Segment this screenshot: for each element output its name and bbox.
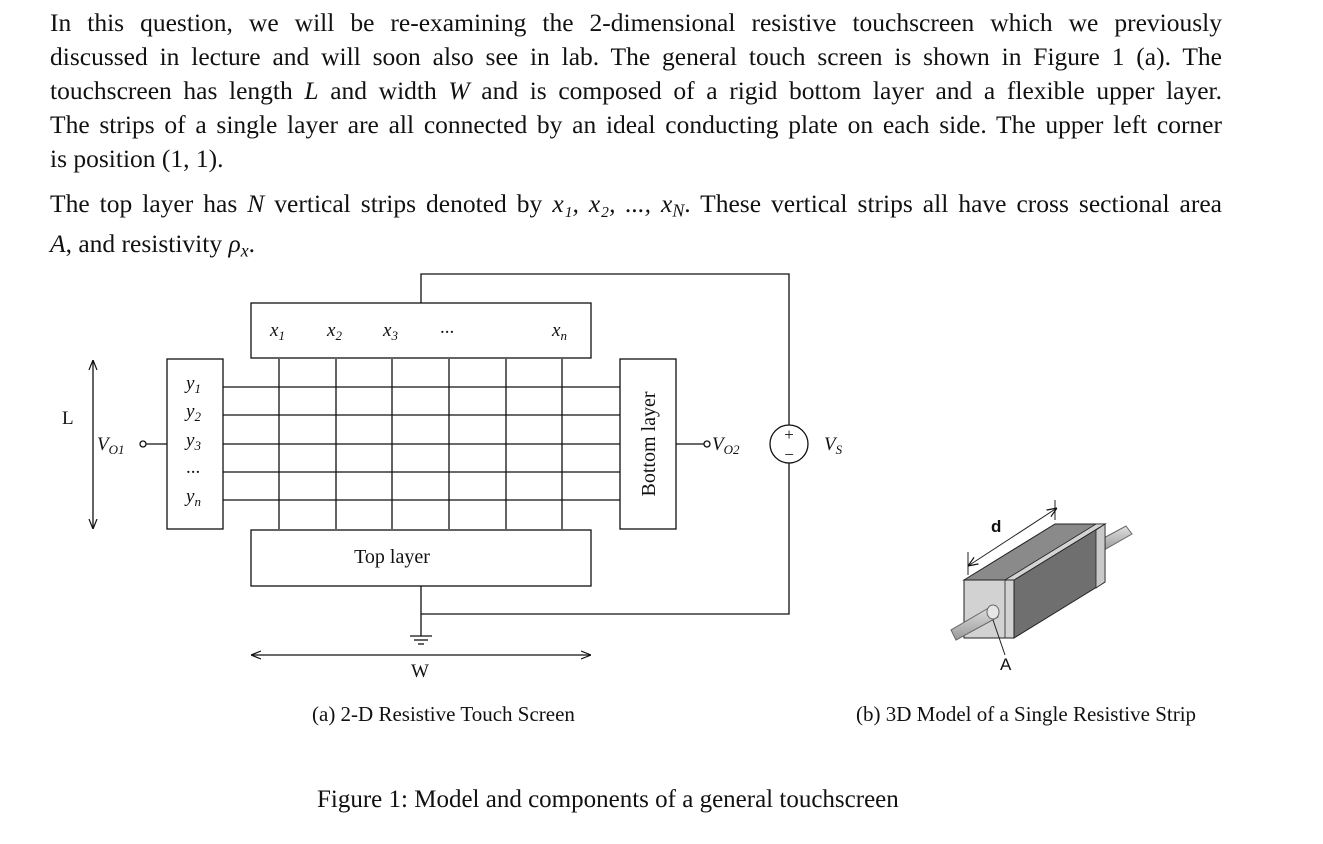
text-span: , and resistivity bbox=[65, 229, 229, 259]
touchscreen-diagram-a bbox=[93, 273, 809, 655]
var-L: L bbox=[304, 76, 319, 105]
var-W: W bbox=[448, 76, 470, 105]
a-leader-line bbox=[992, 619, 1006, 656]
var-strips: x₁, x₂, ..., x bbox=[552, 189, 673, 218]
figure-caption: Figure 1: Model and components of a gene… bbox=[317, 786, 899, 813]
source-minus-label: − bbox=[784, 445, 794, 464]
source-plus-label: + bbox=[784, 425, 794, 444]
x-connector-plate bbox=[250, 302, 592, 359]
text-span: . These vertical strips all have cross s… bbox=[684, 189, 1222, 218]
vo1-label: VO1 bbox=[97, 434, 125, 457]
diagram-a-labels: x1 x2 x3 ... xn y1 y2 y3 ... yn L W VO1 … bbox=[62, 317, 843, 682]
paragraph-strips: The top layer has N vertical strips deno… bbox=[50, 187, 1222, 268]
text-span: discussed in lecture and will soon also … bbox=[50, 42, 1222, 71]
caption-a: (a) 2-D Resistive Touch Screen bbox=[312, 702, 575, 726]
yn-label: yn bbox=[184, 486, 201, 509]
x1-label: x1 bbox=[269, 320, 285, 343]
paragraph-intro: In this question, we will be re-examinin… bbox=[50, 6, 1222, 176]
caption-b: (b) 3D Model of a Single Resistive Strip bbox=[856, 702, 1197, 726]
y1-label: y1 bbox=[184, 373, 201, 396]
horizontal-strips bbox=[223, 386, 620, 501]
var-A: A bbox=[50, 229, 66, 259]
text-span: . bbox=[248, 229, 256, 259]
length-label: L bbox=[62, 408, 74, 429]
vs-label: VS bbox=[824, 434, 843, 457]
circuit-wires bbox=[146, 273, 790, 636]
block-right-cap bbox=[1095, 523, 1106, 589]
a-label: A bbox=[1000, 655, 1012, 674]
text-line: The top layer has N vertical strips deno… bbox=[50, 187, 1222, 227]
vo1-terminal-icon bbox=[139, 440, 147, 448]
d-dimension-arrow bbox=[968, 508, 1057, 566]
var-strips-sub: N bbox=[672, 200, 685, 221]
bottom-layer-label: Bottom layer bbox=[638, 391, 660, 496]
text-line: is position (1, 1). bbox=[50, 144, 224, 173]
var-N: N bbox=[247, 189, 265, 218]
voltage-source-icon bbox=[769, 424, 809, 464]
text-line: In this question, we will be re-examinin… bbox=[50, 8, 1222, 37]
text-line: touchscreen has length L and width W and… bbox=[50, 74, 1222, 108]
rod-left bbox=[950, 604, 1000, 641]
text-span: touchscreen has length bbox=[50, 76, 305, 105]
vo2-label: VO2 bbox=[712, 434, 740, 457]
x3-label: x3 bbox=[382, 320, 398, 343]
text-line: A, and resistivity ρx. bbox=[50, 227, 1222, 267]
text-span: vertical strips denoted by bbox=[264, 189, 553, 218]
text-span: The top layer has bbox=[50, 189, 248, 218]
var-rho-sub: x bbox=[240, 240, 249, 261]
vo2-terminal-icon bbox=[703, 440, 711, 448]
y-ellipsis-label: ... bbox=[186, 457, 200, 478]
xn-label: xn bbox=[551, 320, 567, 343]
width-label: W bbox=[411, 661, 429, 682]
y3-label: y3 bbox=[184, 430, 201, 453]
d-label: d bbox=[991, 517, 1001, 536]
top-layer-label: Top layer bbox=[354, 546, 430, 568]
text-span: and is composed of a rigid bottom layer … bbox=[469, 76, 1222, 105]
strip-3d-model: d A bbox=[950, 500, 1133, 674]
text-line: discussed in lecture and will soon also … bbox=[50, 40, 1222, 74]
var-rho: ρ bbox=[228, 229, 241, 259]
y2-label: y2 bbox=[184, 401, 201, 424]
x2-label: x2 bbox=[326, 320, 342, 343]
text-span: and width bbox=[318, 76, 449, 105]
x-ellipsis-label: ... bbox=[440, 317, 454, 338]
text-line: The strips of a single layer are all con… bbox=[50, 110, 1222, 139]
ground-icon bbox=[410, 635, 432, 645]
